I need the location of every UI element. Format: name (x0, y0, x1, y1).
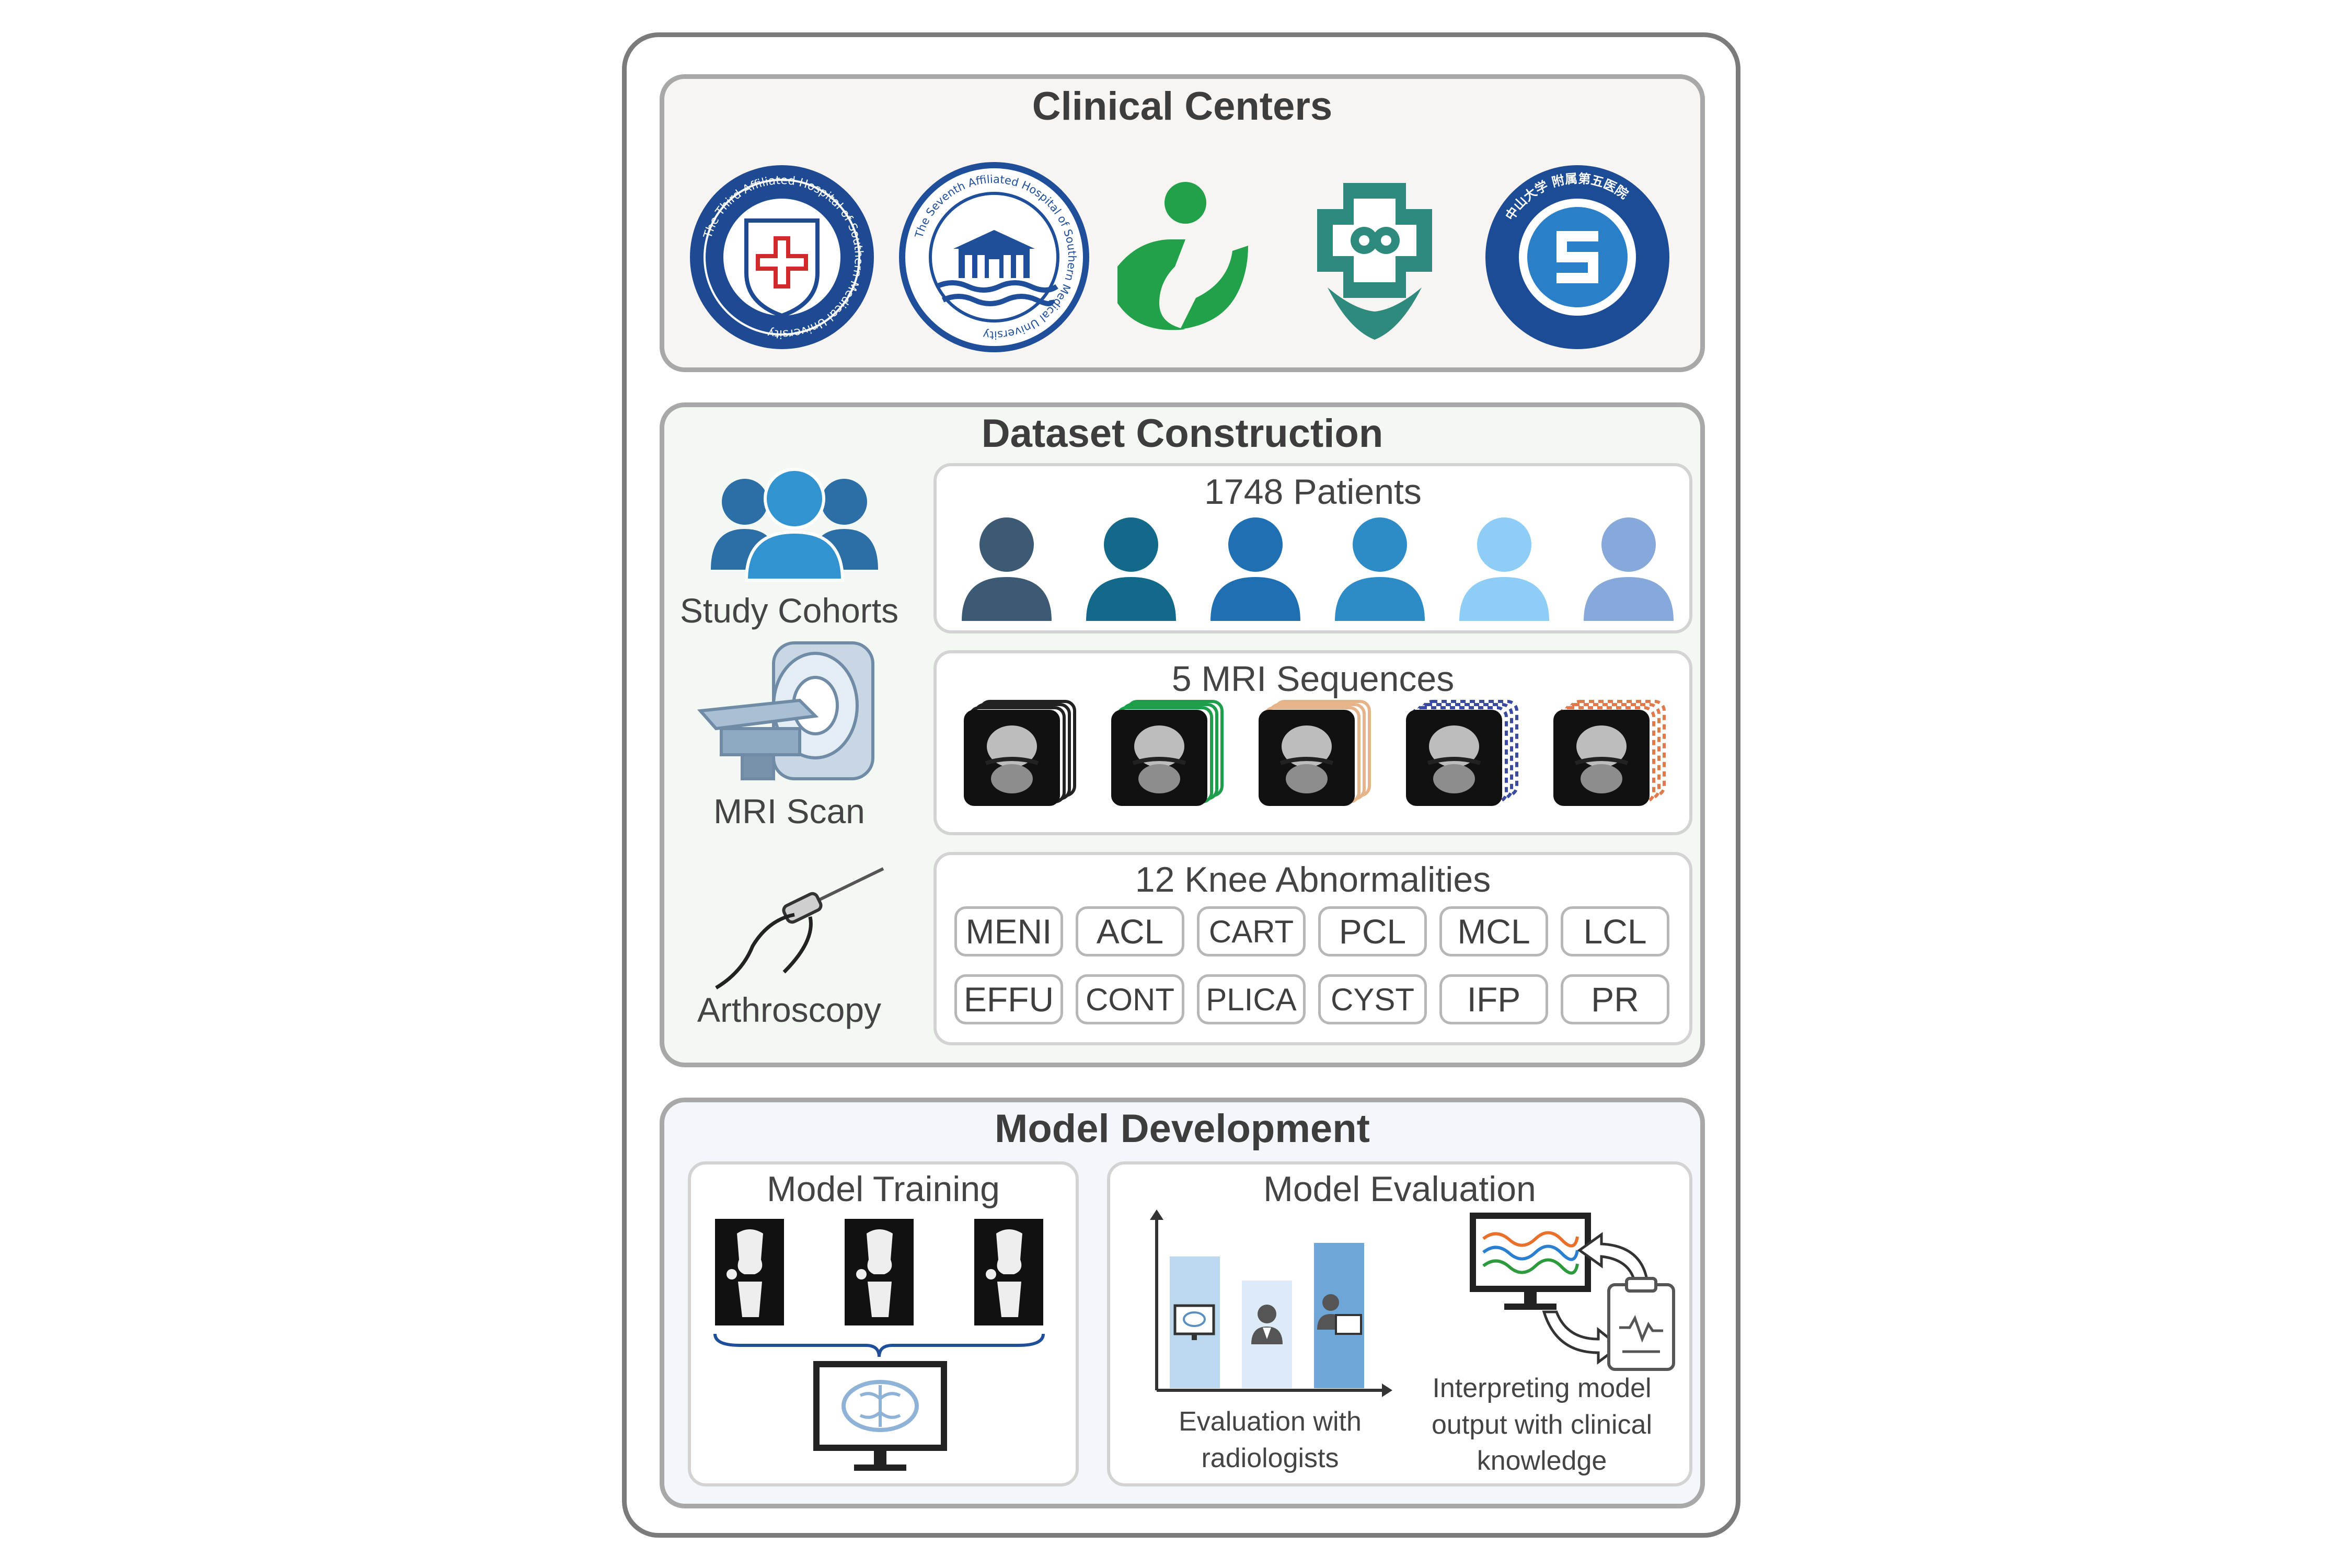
arrow-to-monitor-icon (1577, 1232, 1649, 1284)
interpretation-caption: Interpreting model output with clinical … (1401, 1370, 1683, 1480)
mri-sequence-stack (964, 700, 1076, 806)
patient-icon (1584, 517, 1674, 621)
knee-xray-icon (845, 1219, 914, 1325)
abnormality-chip: PR (1561, 974, 1669, 1024)
doctor-with-monitor-icon (1317, 1294, 1362, 1335)
patients-panel (933, 463, 1692, 633)
patient-icon (1210, 517, 1300, 621)
brain-monitor-icon (813, 1361, 947, 1471)
patient-icon (962, 517, 1052, 621)
hospital-logo-sun-yat-sen-icon: 中山大学 附属第五医院 (1485, 165, 1669, 349)
patient-icon (1335, 517, 1425, 621)
caption-line: knowledge (1477, 1446, 1607, 1477)
caption-line: radiologists (1201, 1443, 1339, 1473)
arthroscopy-label: Arthroscopy (697, 990, 882, 1029)
patient-icon (1459, 517, 1549, 621)
abnormality-chip: ACL (1076, 906, 1184, 956)
abnormality-chip: IFP (1439, 974, 1548, 1024)
mri-sequence-stack (1259, 700, 1371, 806)
mri-sequences-row (964, 700, 1666, 806)
abnormality-chip: PCL (1318, 906, 1427, 956)
patients-row (962, 517, 1674, 621)
abnormality-chip: CART (1197, 906, 1306, 956)
abnormality-chip: EFFU (954, 974, 1063, 1024)
clipboard-icon (1607, 1277, 1675, 1371)
model-training-graphic (713, 1219, 1045, 1471)
study-cohorts-label: Study Cohorts (679, 591, 899, 630)
study-cohorts-icon (711, 468, 878, 582)
mri-sequence-stack (1111, 700, 1224, 806)
patients-title: 1748 Patients (1204, 472, 1422, 512)
caption-line: Evaluation with (1179, 1406, 1362, 1437)
mri-sequence-stack (1406, 700, 1518, 806)
knee-xray-icon (715, 1219, 784, 1325)
mri-scanner-icon (697, 641, 874, 780)
knee-xray-icon (974, 1219, 1043, 1325)
abnormality-chip: PLICA (1197, 974, 1306, 1024)
doctor-icon (1251, 1305, 1283, 1344)
model-evaluation-graphic (1150, 1209, 1675, 1397)
abnormality-chip: CYST (1318, 974, 1427, 1024)
brace-connector (713, 1333, 1045, 1357)
caption-line: Interpreting model (1432, 1373, 1652, 1403)
abnormality-chip: LCL (1561, 906, 1669, 956)
caption-line: output with clinical (1432, 1409, 1652, 1440)
abnormalities-title: 12 Knee Abnormalities (1135, 860, 1491, 900)
abnormality-chip: MENI (954, 906, 1063, 956)
dataset-construction-title: Dataset Construction (981, 411, 1383, 456)
small-brain-monitor-icon (1173, 1304, 1215, 1340)
model-evaluation-title: Model Evaluation (1263, 1169, 1536, 1209)
hospital-logo-teal-icon (1317, 183, 1432, 340)
arthroscope-icon (715, 867, 884, 990)
output-monitor-icon (1470, 1213, 1591, 1310)
abnormality-chip: CONT (1076, 974, 1184, 1024)
evaluation-radiologists-caption: Evaluation with radiologists (1134, 1404, 1406, 1477)
hospital-logo-green-icon (1117, 182, 1248, 330)
model-training-title: Model Training (766, 1169, 1000, 1209)
patient-icon (1086, 517, 1176, 621)
arrow-to-clipboard-icon (1542, 1310, 1622, 1365)
abnormality-chip: MCL (1439, 906, 1548, 956)
hospital-logo-third-affiliated-icon: The Third Affiliated Hospital of Souther… (690, 165, 874, 349)
mri-sequences-title: 5 MRI Sequences (1171, 659, 1455, 699)
hospital-logo-seventh-affiliated-icon: The Seventh Affiliated Hospital of South… (899, 162, 1089, 352)
model-development-title: Model Development (995, 1106, 1370, 1151)
mri-scan-label: MRI Scan (713, 792, 865, 831)
mri-sequence-stack (1553, 700, 1666, 806)
clinical-centers-title: Clinical Centers (1032, 84, 1333, 129)
